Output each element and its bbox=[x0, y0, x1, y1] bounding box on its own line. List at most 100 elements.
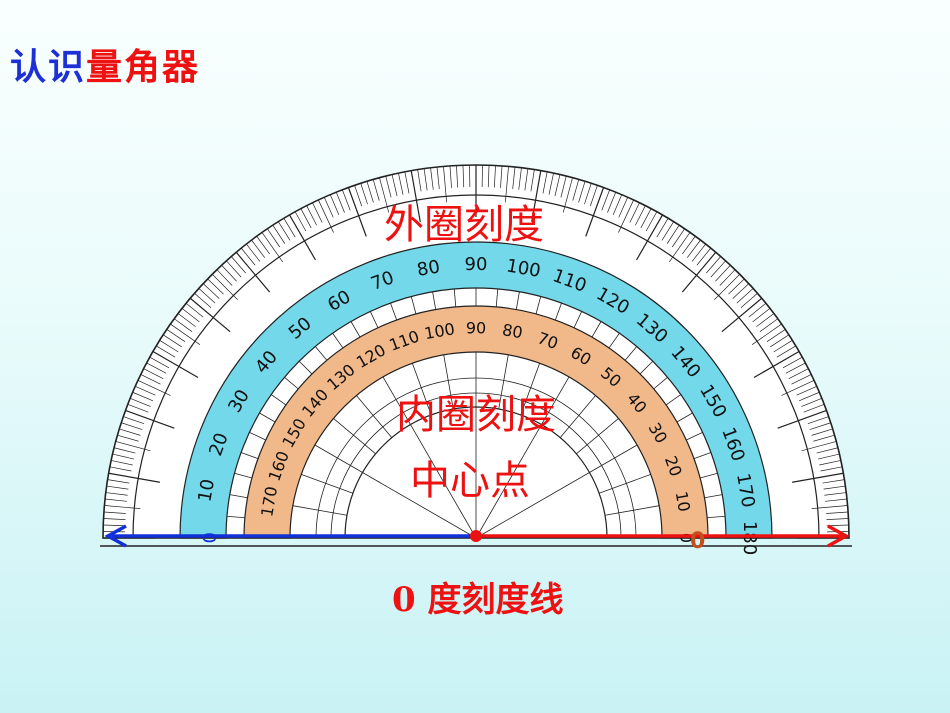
tick-mark bbox=[181, 308, 200, 323]
grid-line bbox=[604, 505, 660, 516]
tick-mark bbox=[820, 466, 843, 472]
outer-scale-number: 80 bbox=[415, 256, 441, 281]
tick-mark bbox=[111, 460, 133, 466]
tick-mark bbox=[112, 453, 135, 460]
tick-mark bbox=[398, 173, 404, 195]
title-part-know: 认识 bbox=[10, 47, 87, 88]
grid-line bbox=[498, 354, 509, 410]
tick-mark bbox=[103, 518, 126, 520]
tick-mark bbox=[696, 247, 712, 266]
tick-mark bbox=[372, 179, 380, 201]
grid-line bbox=[686, 431, 703, 441]
tick-mark bbox=[752, 308, 771, 323]
tick-mark bbox=[354, 185, 363, 207]
tick-mark bbox=[686, 239, 701, 258]
grid-line bbox=[541, 376, 570, 425]
tick-mark bbox=[518, 167, 522, 190]
tick-mark bbox=[531, 170, 542, 222]
tick-mark bbox=[360, 183, 368, 205]
grid-line bbox=[515, 291, 520, 310]
tick-mark bbox=[826, 511, 849, 514]
tick-mark bbox=[456, 165, 458, 188]
tick-mark bbox=[801, 397, 822, 407]
grid-arc bbox=[330, 392, 622, 539]
tick-mark bbox=[766, 329, 786, 343]
tick-mark bbox=[436, 167, 440, 189]
tick-mark bbox=[773, 340, 793, 353]
grid-line bbox=[226, 515, 245, 519]
tick-mark bbox=[682, 236, 696, 255]
grid-line bbox=[598, 474, 651, 494]
grid-line bbox=[495, 288, 499, 307]
tick-mark bbox=[226, 260, 242, 278]
tick-mark bbox=[127, 404, 149, 413]
grid-line bbox=[559, 395, 596, 438]
grid-line bbox=[249, 431, 266, 441]
tick-mark bbox=[294, 211, 307, 232]
middle-grid-ring bbox=[226, 288, 726, 539]
grid-line bbox=[356, 395, 393, 438]
tick-mark bbox=[819, 460, 841, 466]
tick-mark bbox=[732, 283, 750, 299]
tick-mark bbox=[423, 168, 428, 191]
grid-line bbox=[410, 296, 417, 315]
grid-line bbox=[589, 444, 638, 473]
tick-mark bbox=[106, 485, 129, 490]
tick-mark bbox=[728, 278, 745, 295]
tick-mark bbox=[385, 175, 392, 198]
tick-mark bbox=[770, 334, 790, 348]
grid-arc bbox=[315, 377, 637, 539]
tick-mark bbox=[462, 165, 465, 188]
tick-mark bbox=[103, 524, 126, 527]
tick-mark bbox=[162, 334, 182, 348]
tick-mark bbox=[560, 175, 567, 198]
tick-mark bbox=[335, 192, 345, 213]
tick-mark bbox=[123, 416, 145, 425]
tick-mark bbox=[612, 194, 623, 216]
tick-mark bbox=[715, 264, 731, 282]
tick-mark bbox=[607, 192, 617, 213]
tick-mark bbox=[816, 447, 839, 454]
tick-mark bbox=[809, 422, 831, 430]
tick-mark bbox=[777, 409, 827, 429]
tick-mark bbox=[807, 416, 829, 425]
outer-scale-band bbox=[179, 241, 773, 539]
tick-mark bbox=[417, 169, 422, 192]
tick-mark bbox=[554, 174, 561, 197]
tick-mark bbox=[813, 434, 835, 442]
grid-line bbox=[229, 494, 248, 499]
tick-mark bbox=[798, 391, 820, 402]
grid-line bbox=[699, 472, 718, 479]
tick-mark bbox=[817, 453, 840, 460]
tick-mark bbox=[272, 224, 286, 244]
tick-mark bbox=[146, 362, 167, 374]
inner-zero-mark: 0 bbox=[690, 529, 705, 554]
grid-line bbox=[707, 515, 726, 519]
tick-mark bbox=[283, 218, 296, 238]
grid-line bbox=[443, 354, 454, 410]
tick-mark bbox=[584, 183, 592, 205]
tick-mark bbox=[125, 409, 175, 429]
tick-mark bbox=[132, 391, 154, 402]
tick-mark bbox=[143, 368, 164, 379]
arrowhead-left bbox=[104, 524, 127, 548]
tick-mark bbox=[391, 174, 398, 197]
tick-mark bbox=[572, 179, 580, 201]
tick-mark bbox=[278, 221, 291, 241]
tick-mark bbox=[251, 239, 266, 258]
inner-arc bbox=[344, 406, 608, 539]
tick-mark bbox=[107, 479, 130, 484]
tick-mark bbox=[791, 374, 812, 385]
tick-mark bbox=[756, 313, 775, 328]
tick-mark bbox=[149, 356, 170, 369]
grid-line bbox=[554, 302, 562, 321]
tick-mark bbox=[323, 197, 334, 218]
tick-mark bbox=[635, 205, 646, 226]
tick-mark bbox=[753, 350, 800, 379]
grid-line bbox=[382, 376, 411, 425]
tick-mark bbox=[119, 428, 141, 436]
tick-mark bbox=[792, 472, 844, 483]
grid-line bbox=[292, 505, 348, 516]
grid-line bbox=[576, 418, 619, 455]
tick-mark bbox=[300, 208, 312, 229]
